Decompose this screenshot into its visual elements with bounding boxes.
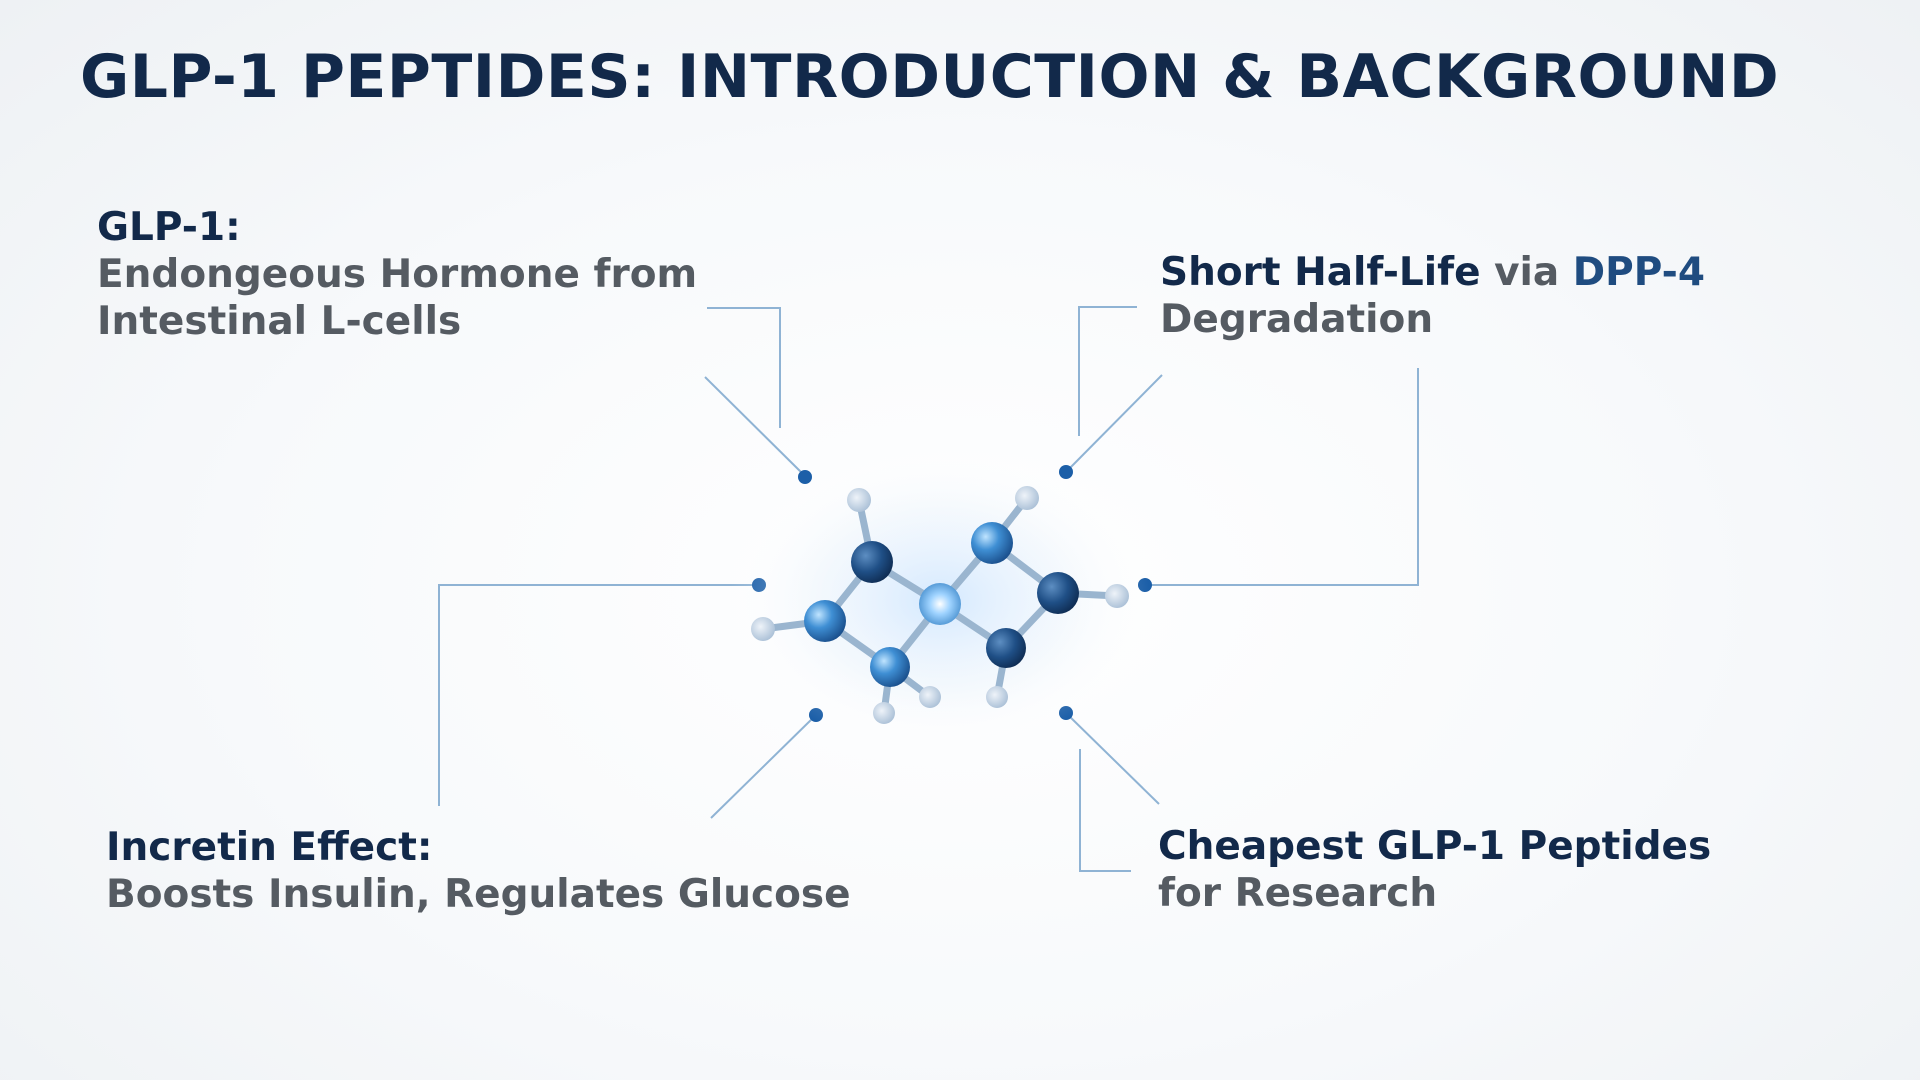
connector-dot xyxy=(798,470,812,484)
molecule-atom-hydrogen xyxy=(919,686,941,708)
callout-half-life-heading: Short Half-Life xyxy=(1160,250,1481,295)
callout-research: Cheapest GLP-1 Peptides for Research xyxy=(1158,824,1711,918)
connector-halflife-bracket xyxy=(1078,306,1137,436)
callout-half-life: Short Half-Life via DPP-4 Degradation xyxy=(1160,250,1705,344)
connector-halflife-diagonal xyxy=(1065,374,1163,473)
callout-incretin: Incretin Effect: Boosts Insulin, Regulat… xyxy=(106,825,851,919)
callout-research-line2: for Research xyxy=(1158,870,1438,916)
molecule-icon xyxy=(730,450,1150,750)
callout-incretin-line2: Boosts Insulin, Regulates Glucose xyxy=(106,871,851,917)
connector-incretin-long xyxy=(438,584,759,806)
molecule-atom xyxy=(804,600,846,642)
connector-research-diagonal xyxy=(1065,712,1160,805)
callout-half-life-connector: via xyxy=(1480,250,1573,295)
molecule-atom-hydrogen xyxy=(847,488,871,512)
molecule-atom xyxy=(971,522,1013,564)
connector-incretin-diagonal xyxy=(710,714,817,819)
callout-research-heading: Cheapest GLP-1 Peptides xyxy=(1158,824,1712,869)
connector-research-bracket xyxy=(1079,749,1131,872)
callout-glp1-line2: Intestinal L-cells xyxy=(97,298,462,344)
molecule-atom-core xyxy=(919,583,961,625)
callout-incretin-heading: Incretin Effect: xyxy=(106,825,433,870)
molecule-atom-hydrogen xyxy=(1015,486,1039,510)
molecule-atom-hydrogen xyxy=(873,702,895,724)
callout-glp1: GLP-1: Endongeous Hormone from Intestina… xyxy=(97,205,697,345)
molecule-atom xyxy=(870,647,910,687)
molecule-atom xyxy=(1037,572,1079,614)
connector-dot xyxy=(1059,465,1073,479)
molecule-atom-hydrogen xyxy=(1105,584,1129,608)
callout-half-life-term: DPP-4 xyxy=(1572,250,1705,295)
callout-glp1-line1: Endongeous Hormone from xyxy=(97,251,698,297)
connector-halflife-long xyxy=(1145,368,1419,586)
connector-glp1-diagonal xyxy=(704,376,806,477)
connector-lines xyxy=(438,306,1419,872)
callout-glp1-heading: GLP-1: xyxy=(97,205,241,250)
molecule-atom xyxy=(851,541,893,583)
slide-title: GLP-1 PEPTIDES: INTRODUCTION & BACKGROUN… xyxy=(80,42,1780,112)
callout-half-life-line2: Degradation xyxy=(1160,296,1434,342)
molecule-atom-hydrogen xyxy=(986,686,1008,708)
connector-glp1-bracket xyxy=(707,307,781,428)
molecule-atom xyxy=(986,628,1026,668)
molecule-atom-hydrogen xyxy=(751,617,775,641)
